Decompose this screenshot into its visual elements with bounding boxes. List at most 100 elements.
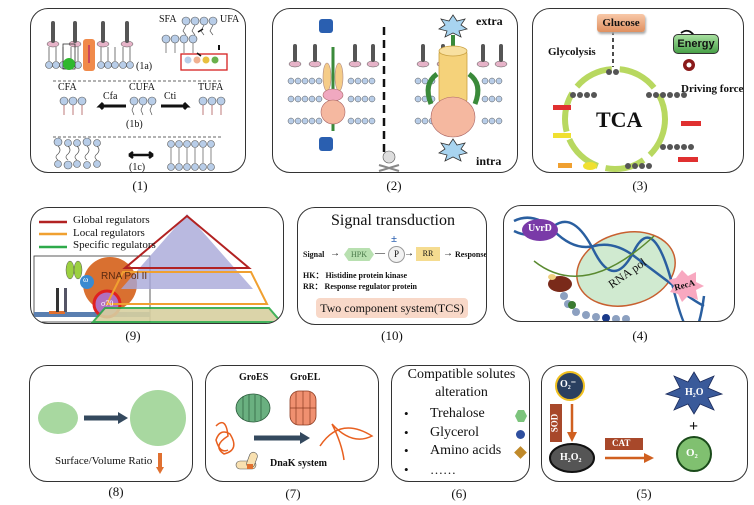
panel-tca-energy: Glucose Glycolysis Energy Driving force …: [532, 8, 744, 173]
legend-label-local: Local regulators: [73, 227, 145, 239]
caption-10: (10): [381, 328, 403, 343]
legend-label-global: Global regulators: [73, 214, 150, 226]
hk-definition: HK： Histidine protein kinase: [303, 271, 408, 280]
panel-signal-transduction: Signal transduction Signal → HPK — P ± →…: [297, 207, 487, 325]
cti-enzyme-label: Cti: [164, 91, 177, 102]
hpk-diamond: HPK: [344, 248, 374, 261]
membrane-lipid-illustration: [45, 16, 228, 171]
groel-shape: [289, 390, 317, 426]
cell-size-illustration: [38, 390, 186, 474]
tca-cycle-illustration: [553, 29, 701, 172]
cfa-enzyme-label: Cfa: [103, 91, 118, 102]
cfa-label: CFA: [58, 82, 77, 93]
compatible-solutes-title-line1: Compatible solutes: [407, 367, 516, 382]
response-label: Response: [455, 250, 487, 259]
unfolded-protein-shape: [319, 423, 374, 461]
groes-label: GroES: [239, 372, 269, 383]
glucose-box: Glucose: [597, 14, 645, 32]
signal-label: Signal: [303, 250, 325, 259]
rna-pol-ii-label: RNA Pol II: [101, 271, 148, 282]
dnak-system-label: DnaK system: [270, 458, 327, 469]
plus-label: +: [689, 418, 699, 435]
trehalose-label: Trehalose: [430, 406, 485, 421]
bullet: •: [404, 425, 409, 440]
panel-chaperones: GroES GroEL DnaK system: [205, 365, 379, 482]
dnak-icon: [235, 451, 258, 470]
o2-label: O₂: [686, 447, 698, 459]
h2o2-cloud: [549, 443, 595, 473]
sod-label: SOD: [549, 413, 560, 433]
groel-label: GroEL: [290, 372, 321, 383]
surface-volume-ratio-label: Surface/Volume Ratio: [55, 455, 153, 467]
amino-acids-label: Amino acids: [430, 443, 502, 458]
hexagon-icon: [515, 410, 527, 422]
small-cell-shape: [38, 402, 78, 434]
driving-force-label: Driving force: [681, 83, 744, 95]
panel-efflux-transport: extra intra: [272, 8, 518, 173]
compatible-solutes-title-line2: alteration: [435, 385, 488, 400]
line-connector: —: [375, 248, 385, 259]
transporter-illustration: [287, 14, 508, 172]
chaperone-illustration: [215, 390, 374, 470]
sub-1a-label: (1a): [136, 61, 153, 72]
sod-enzyme-box: [550, 404, 562, 442]
sub-1c-label: (1c): [129, 162, 146, 173]
sfa-label: SFA: [159, 14, 177, 25]
glycolysis-label: Glycolysis: [548, 46, 596, 58]
groes-shape: [235, 393, 271, 423]
panel-ros-detox: O₂⁻ SOD H₂O₂ CAT H₂O + O₂: [541, 365, 748, 482]
caption-5: (5): [636, 486, 652, 501]
caption-6: (6): [451, 486, 467, 501]
phosphate-circle: P: [388, 246, 405, 263]
caption-9: (9): [125, 328, 141, 343]
dna-repair-illustration: [513, 216, 706, 321]
panel-membrane-fatty-acids: SFA UFA (1a) CFA Cfa CUFA Cti TUFA (1b) …: [30, 8, 246, 173]
down-arrow-icon: [158, 453, 162, 469]
ros-detox-illustration: [549, 371, 724, 473]
caption-8: (8): [108, 484, 124, 499]
tufa-label: TUFA: [198, 82, 224, 93]
arrow-icon: →: [404, 248, 414, 259]
skull-crossbones-icon: [378, 150, 400, 172]
caption-7: (7): [285, 486, 301, 501]
panel-surface-volume: Surface/Volume Ratio: [29, 365, 193, 482]
omega-label: ω: [83, 275, 89, 284]
regulator-hierarchy-illustration: [33, 214, 283, 323]
large-cell-shape: [130, 390, 186, 446]
o2-cloud: [676, 436, 712, 472]
cat-label: CAT: [612, 438, 631, 448]
rr-box: RR: [416, 247, 440, 261]
intra-label: intra: [476, 154, 502, 168]
ufa-label: UFA: [220, 14, 240, 25]
extra-label: extra: [476, 14, 503, 28]
superoxide-label: O₂⁻: [560, 379, 577, 390]
bullet: •: [404, 406, 409, 421]
signal-transduction-title: Signal transduction: [331, 212, 455, 229]
panel-dna-repair: UvrD RNA pol RecA: [503, 205, 735, 322]
superoxide-cloud: [555, 371, 585, 401]
h2o-label: H₂O: [685, 387, 704, 398]
cufa-label: CUFA: [129, 82, 155, 93]
circle-icon: [516, 430, 525, 439]
tca-label: TCA: [596, 107, 643, 132]
diamond-icon: [514, 446, 527, 459]
h2o2-label: H₂O₂: [560, 452, 582, 463]
plus-minus-label: ±: [391, 233, 398, 245]
arrow-icon: →: [443, 248, 453, 259]
ellipsis-label: ……: [430, 462, 456, 477]
panel-regulators: Global regulators Local regulators Speci…: [30, 207, 284, 324]
tcs-box: Two component system(TCS): [316, 298, 468, 318]
panel-compatible-solutes: Compatible solutes alteration • Trehalos…: [391, 365, 530, 482]
h2o-starburst: [664, 371, 724, 415]
rr-definition: RR： Response regulator protein: [303, 282, 417, 291]
caption-1: (1): [132, 178, 148, 193]
energy-box: Energy: [673, 34, 719, 54]
legend-label-specific: Specific regulators: [73, 239, 156, 251]
caption-3: (3): [632, 178, 648, 193]
sub-1b-label: (1b): [126, 119, 143, 130]
gear-icon: [683, 59, 695, 71]
uvrd-label: UvrD: [528, 223, 552, 234]
glycerol-label: Glycerol: [430, 425, 479, 440]
arrow-icon: →: [330, 248, 340, 259]
caption-2: (2): [386, 178, 402, 193]
